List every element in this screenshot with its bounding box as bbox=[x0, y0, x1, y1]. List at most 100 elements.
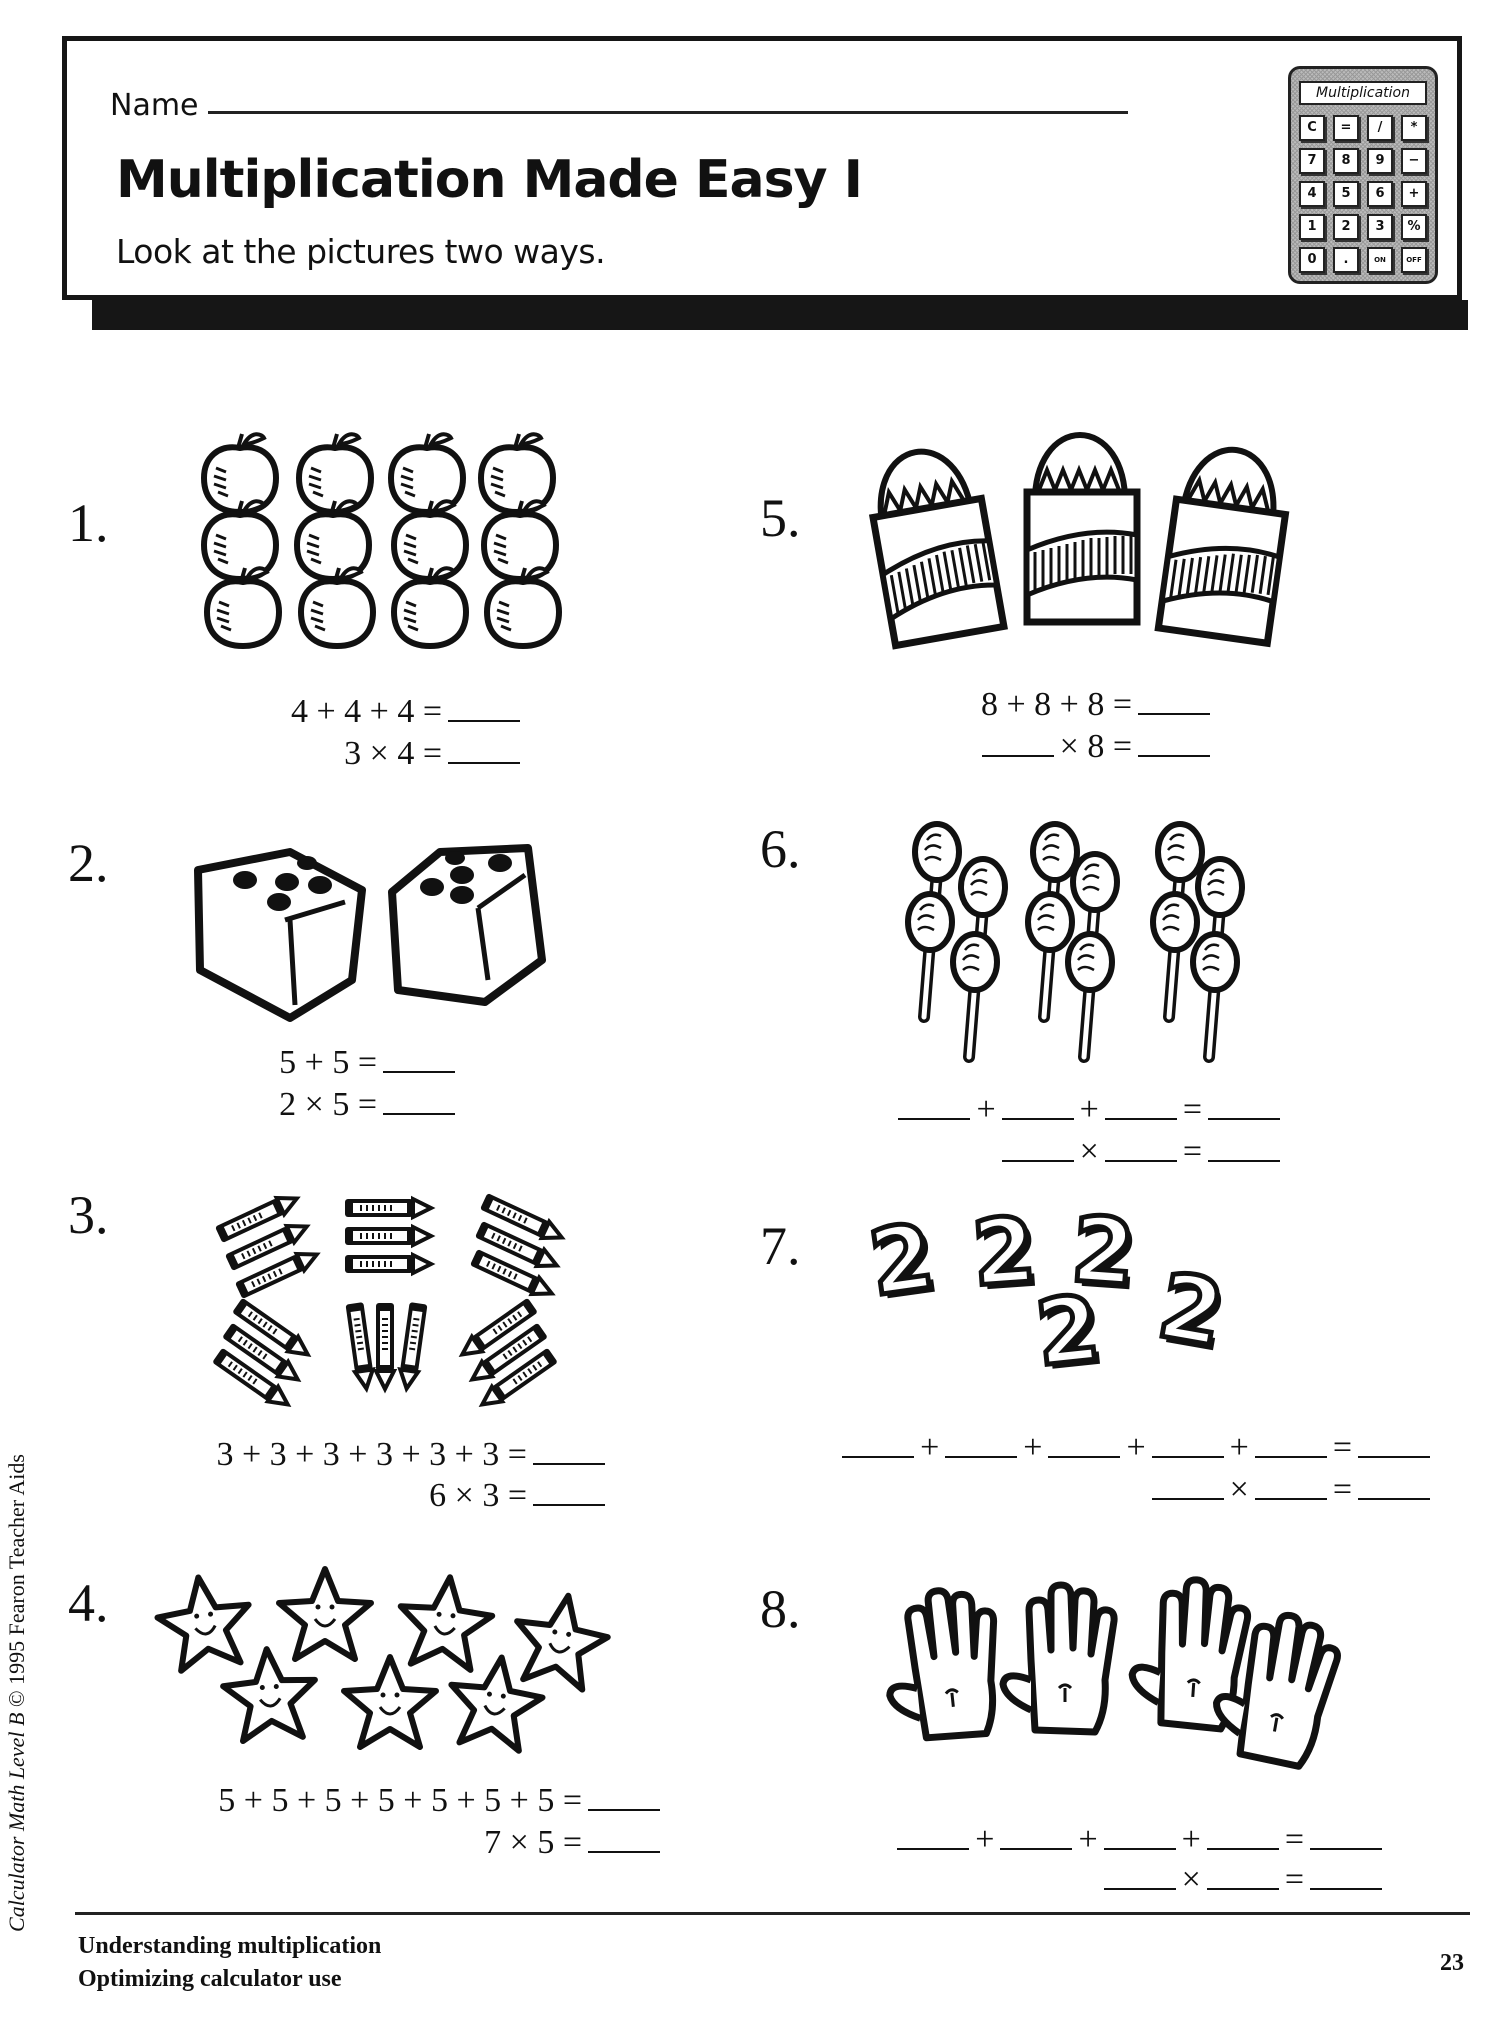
addend-blank[interactable] bbox=[1104, 1090, 1177, 1120]
problem-number: 1. bbox=[68, 493, 109, 553]
addend-blank[interactable] bbox=[1254, 1428, 1327, 1458]
equation-multiplication: × 8 = bbox=[976, 727, 1210, 767]
equation-addition: 5 + 5 + 5 + 5 + 5 + 5 + 5 = bbox=[218, 1781, 660, 1821]
calc-key: OFF bbox=[1401, 247, 1427, 273]
answer-blank[interactable] bbox=[448, 734, 520, 764]
factor-blank[interactable] bbox=[1206, 1860, 1279, 1890]
footer-objective-2: Optimizing calculator use bbox=[78, 1966, 342, 1992]
answer-blank[interactable] bbox=[383, 1085, 455, 1115]
calc-key: 8 bbox=[1333, 148, 1359, 174]
calc-key: 9 bbox=[1367, 148, 1393, 174]
factor-blank[interactable] bbox=[1151, 1470, 1224, 1500]
addend-blank[interactable] bbox=[842, 1428, 915, 1458]
factor-blank[interactable] bbox=[1254, 1470, 1327, 1500]
equation-addition: ++++= bbox=[836, 1428, 1430, 1468]
header-box bbox=[62, 36, 1462, 300]
addend-blank[interactable] bbox=[1206, 1820, 1279, 1850]
addend-blank[interactable] bbox=[1000, 1820, 1073, 1850]
calc-key: 7 bbox=[1299, 148, 1325, 174]
calc-key: 4 bbox=[1299, 181, 1325, 207]
equation-multiplication: 2 × 5 = bbox=[279, 1085, 455, 1125]
answer-blank[interactable] bbox=[533, 1435, 605, 1465]
calc-key: 2 bbox=[1333, 214, 1359, 240]
calc-key: C bbox=[1299, 115, 1325, 141]
calc-key: 6 bbox=[1367, 181, 1393, 207]
stars-illustration bbox=[160, 1565, 605, 1760]
calc-key: − bbox=[1401, 148, 1427, 174]
calculator-icon: Multiplication C = / * 7 8 9 − 4 5 6 + 1… bbox=[1288, 66, 1438, 284]
page-number: 23 bbox=[1440, 1950, 1464, 1976]
factor-blank[interactable] bbox=[1104, 1132, 1177, 1162]
calc-key: = bbox=[1333, 115, 1359, 141]
answer-blank[interactable] bbox=[1138, 727, 1210, 757]
equation-multiplication: 6 × 3 = bbox=[429, 1476, 605, 1516]
calc-key: 1 bbox=[1299, 214, 1325, 240]
calc-key: / bbox=[1367, 115, 1393, 141]
hands-illustration bbox=[860, 1580, 1350, 1770]
addend-blank[interactable] bbox=[898, 1090, 971, 1120]
equation-addition: 3 + 3 + 3 + 3 + 3 + 3 = bbox=[216, 1435, 605, 1475]
factor-blank[interactable] bbox=[1001, 1132, 1074, 1162]
equation-multiplication: 7 × 5 = bbox=[484, 1823, 660, 1863]
problem-number: 7. bbox=[760, 1216, 801, 1276]
addend-blank[interactable] bbox=[1151, 1428, 1224, 1458]
addend-blank[interactable] bbox=[1001, 1090, 1074, 1120]
equation-addition: ++= bbox=[892, 1090, 1280, 1130]
name-label: Name bbox=[110, 88, 199, 123]
calc-key: ON bbox=[1367, 247, 1393, 273]
equation-addition: +++= bbox=[891, 1820, 1382, 1860]
footer-objectives: Understanding multiplication Optimizing … bbox=[78, 1930, 381, 1996]
calc-key: 5 bbox=[1333, 181, 1359, 207]
copyright-credit: Calculator Math Level B © 1995 Fearon Te… bbox=[4, 1454, 29, 1932]
answer-blank[interactable] bbox=[448, 692, 520, 722]
calc-key: . bbox=[1333, 247, 1359, 273]
calc-key: 3 bbox=[1367, 214, 1393, 240]
addend-blank[interactable] bbox=[945, 1428, 1018, 1458]
problem-number: 3. bbox=[68, 1185, 109, 1245]
equation-multiplication: ×= bbox=[996, 1132, 1280, 1172]
calc-key: * bbox=[1401, 115, 1427, 141]
calc-key: % bbox=[1401, 214, 1427, 240]
answer-blank[interactable] bbox=[1358, 1470, 1430, 1500]
addend-blank[interactable] bbox=[1103, 1820, 1176, 1850]
footer-objective-1: Understanding multiplication bbox=[78, 1933, 382, 1959]
answer-blank[interactable] bbox=[533, 1476, 605, 1506]
answer-blank[interactable] bbox=[383, 1043, 455, 1073]
calculator-display: Multiplication bbox=[1299, 81, 1427, 105]
answer-blank[interactable] bbox=[1208, 1132, 1280, 1162]
problem-number: 6. bbox=[760, 819, 801, 879]
answer-blank[interactable] bbox=[1358, 1428, 1430, 1458]
problem-number: 5. bbox=[760, 488, 801, 548]
apples-illustration bbox=[195, 440, 570, 655]
calc-key: 0 bbox=[1299, 247, 1325, 273]
calculator-keypad: C = / * 7 8 9 − 4 5 6 + 1 2 3 % 0 . ON O… bbox=[1299, 115, 1429, 273]
problem-number: 4. bbox=[68, 1573, 109, 1633]
calc-key: + bbox=[1401, 181, 1427, 207]
answer-blank[interactable] bbox=[1310, 1820, 1382, 1850]
number-twos-illustration: 2 2 bbox=[865, 1200, 1275, 1390]
equation-multiplication: ×= bbox=[1098, 1860, 1382, 1900]
equation-addition: 5 + 5 = bbox=[279, 1043, 455, 1083]
page-title: Multiplication Made Easy I bbox=[116, 150, 863, 210]
answer-blank[interactable] bbox=[1138, 685, 1210, 715]
problem-number: 8. bbox=[760, 1579, 801, 1639]
lollipops-illustration bbox=[875, 812, 1255, 1052]
addend-blank[interactable] bbox=[1048, 1428, 1121, 1458]
answer-blank[interactable] bbox=[1310, 1860, 1382, 1890]
addend-blank[interactable] bbox=[897, 1820, 970, 1850]
factor-blank[interactable] bbox=[981, 727, 1054, 757]
equation-multiplication: 3 × 4 = bbox=[344, 734, 520, 774]
answer-blank[interactable] bbox=[1208, 1090, 1280, 1120]
header-box-shadow bbox=[92, 300, 1468, 330]
instructions: Look at the pictures two ways. bbox=[116, 232, 606, 271]
pencils-illustration bbox=[210, 1188, 568, 1414]
dice-illustration bbox=[194, 844, 546, 1022]
equation-addition: 4 + 4 + 4 = bbox=[291, 692, 520, 732]
name-field-line[interactable] bbox=[208, 111, 1128, 114]
answer-blank[interactable] bbox=[588, 1823, 660, 1853]
answer-blank[interactable] bbox=[588, 1781, 660, 1811]
equation-addition: 8 + 8 + 8 = bbox=[981, 685, 1210, 725]
footer-divider bbox=[75, 1912, 1470, 1915]
problem-number: 2. bbox=[68, 833, 109, 893]
factor-blank[interactable] bbox=[1103, 1860, 1176, 1890]
